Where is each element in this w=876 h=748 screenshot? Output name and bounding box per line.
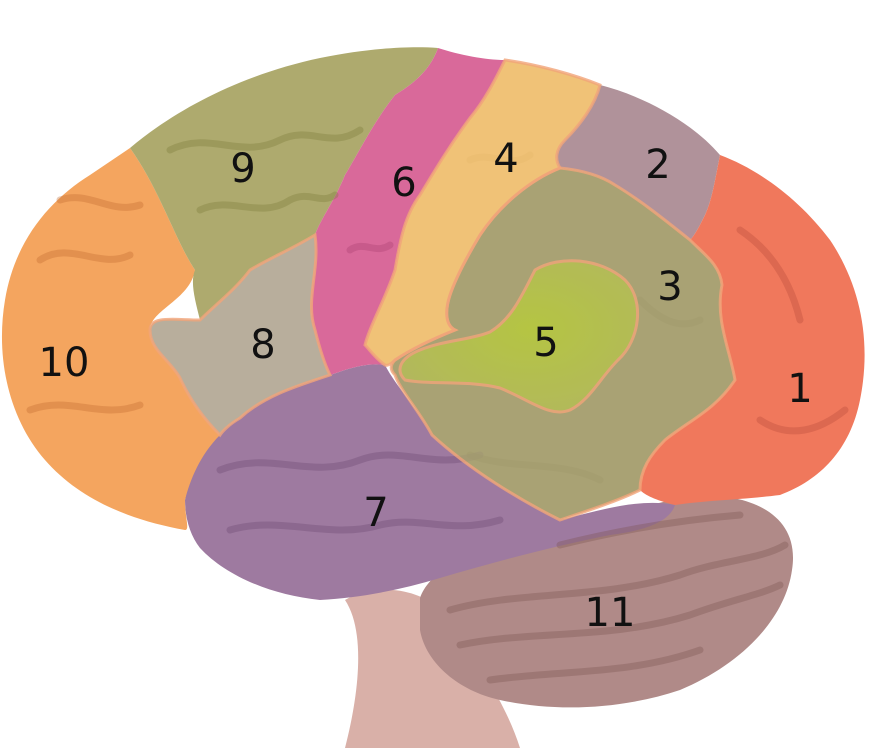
region-6-shape <box>311 48 505 375</box>
region-7-label: 7 <box>363 490 388 536</box>
region-10-shape <box>1 148 220 530</box>
region-2-label: 2 <box>645 142 670 188</box>
region-11-label: 11 <box>585 590 636 636</box>
region-5-label: 5 <box>533 320 558 366</box>
region-9-shape <box>130 47 438 320</box>
region-1-shape <box>640 155 865 505</box>
region-3-label: 3 <box>657 264 682 310</box>
region-9-label: 9 <box>230 146 255 192</box>
region-6-label: 6 <box>391 160 416 206</box>
region-7-shape <box>185 364 675 600</box>
region-2-shape <box>556 85 720 240</box>
region-10-label: 10 <box>39 340 90 386</box>
region-8-label: 8 <box>250 322 275 368</box>
cerebellum-folia <box>446 511 789 684</box>
brainstem <box>345 589 520 748</box>
region-1-label: 1 <box>787 366 812 412</box>
region-4-label: 4 <box>493 136 518 182</box>
